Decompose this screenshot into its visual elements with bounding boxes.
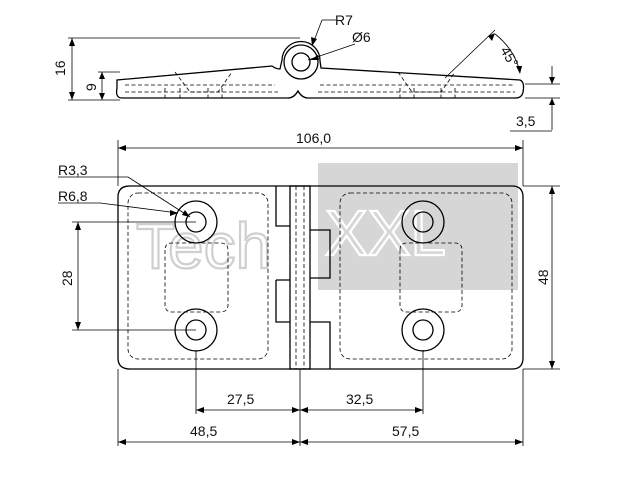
side-view: 16 9 R7 Ø6 45° 3,5 bbox=[52, 12, 560, 132]
hole-top-right bbox=[412, 211, 434, 233]
hole-radius-label: R3,3 bbox=[58, 162, 88, 178]
right-leaf-width-label: 57,5 bbox=[392, 423, 419, 439]
counterbore-top-right bbox=[401, 200, 445, 244]
side-radius-label: R7 bbox=[335, 12, 353, 28]
hinge-outline bbox=[117, 185, 524, 370]
top-view: 106,0 48 28 R3,3 R6,8 27 bbox=[58, 130, 560, 446]
hole-bottom-right bbox=[412, 319, 434, 341]
knuckle-right bbox=[310, 229, 331, 369]
right-hole-offset-label: 32,5 bbox=[346, 391, 373, 407]
height-label: 48 bbox=[535, 269, 551, 285]
side-hole-diameter-label: Ø6 bbox=[352, 29, 371, 45]
counterbore-bottom-right bbox=[401, 308, 445, 352]
side-thickness-label: 3,5 bbox=[516, 113, 536, 129]
watermark-text-left: Tech bbox=[136, 210, 271, 282]
knuckle-center bbox=[289, 185, 311, 370]
left-leaf-width-label: 48,5 bbox=[190, 423, 217, 439]
overall-width-label: 106,0 bbox=[296, 130, 331, 146]
watermark-box bbox=[318, 163, 518, 290]
side-hole bbox=[291, 52, 311, 72]
watermark: Tech XXL bbox=[135, 163, 518, 290]
side-knuckle bbox=[283, 44, 319, 80]
hole-pitch-label: 28 bbox=[59, 270, 75, 286]
knuckle-left bbox=[275, 186, 290, 323]
counterbore-radius-label: R6,8 bbox=[58, 188, 88, 204]
side-height-total-label: 16 bbox=[52, 60, 68, 76]
side-height-leaf-label: 9 bbox=[83, 83, 99, 91]
watermark-text-right: XXL bbox=[325, 197, 446, 269]
left-hole-offset-label: 27,5 bbox=[227, 391, 254, 407]
